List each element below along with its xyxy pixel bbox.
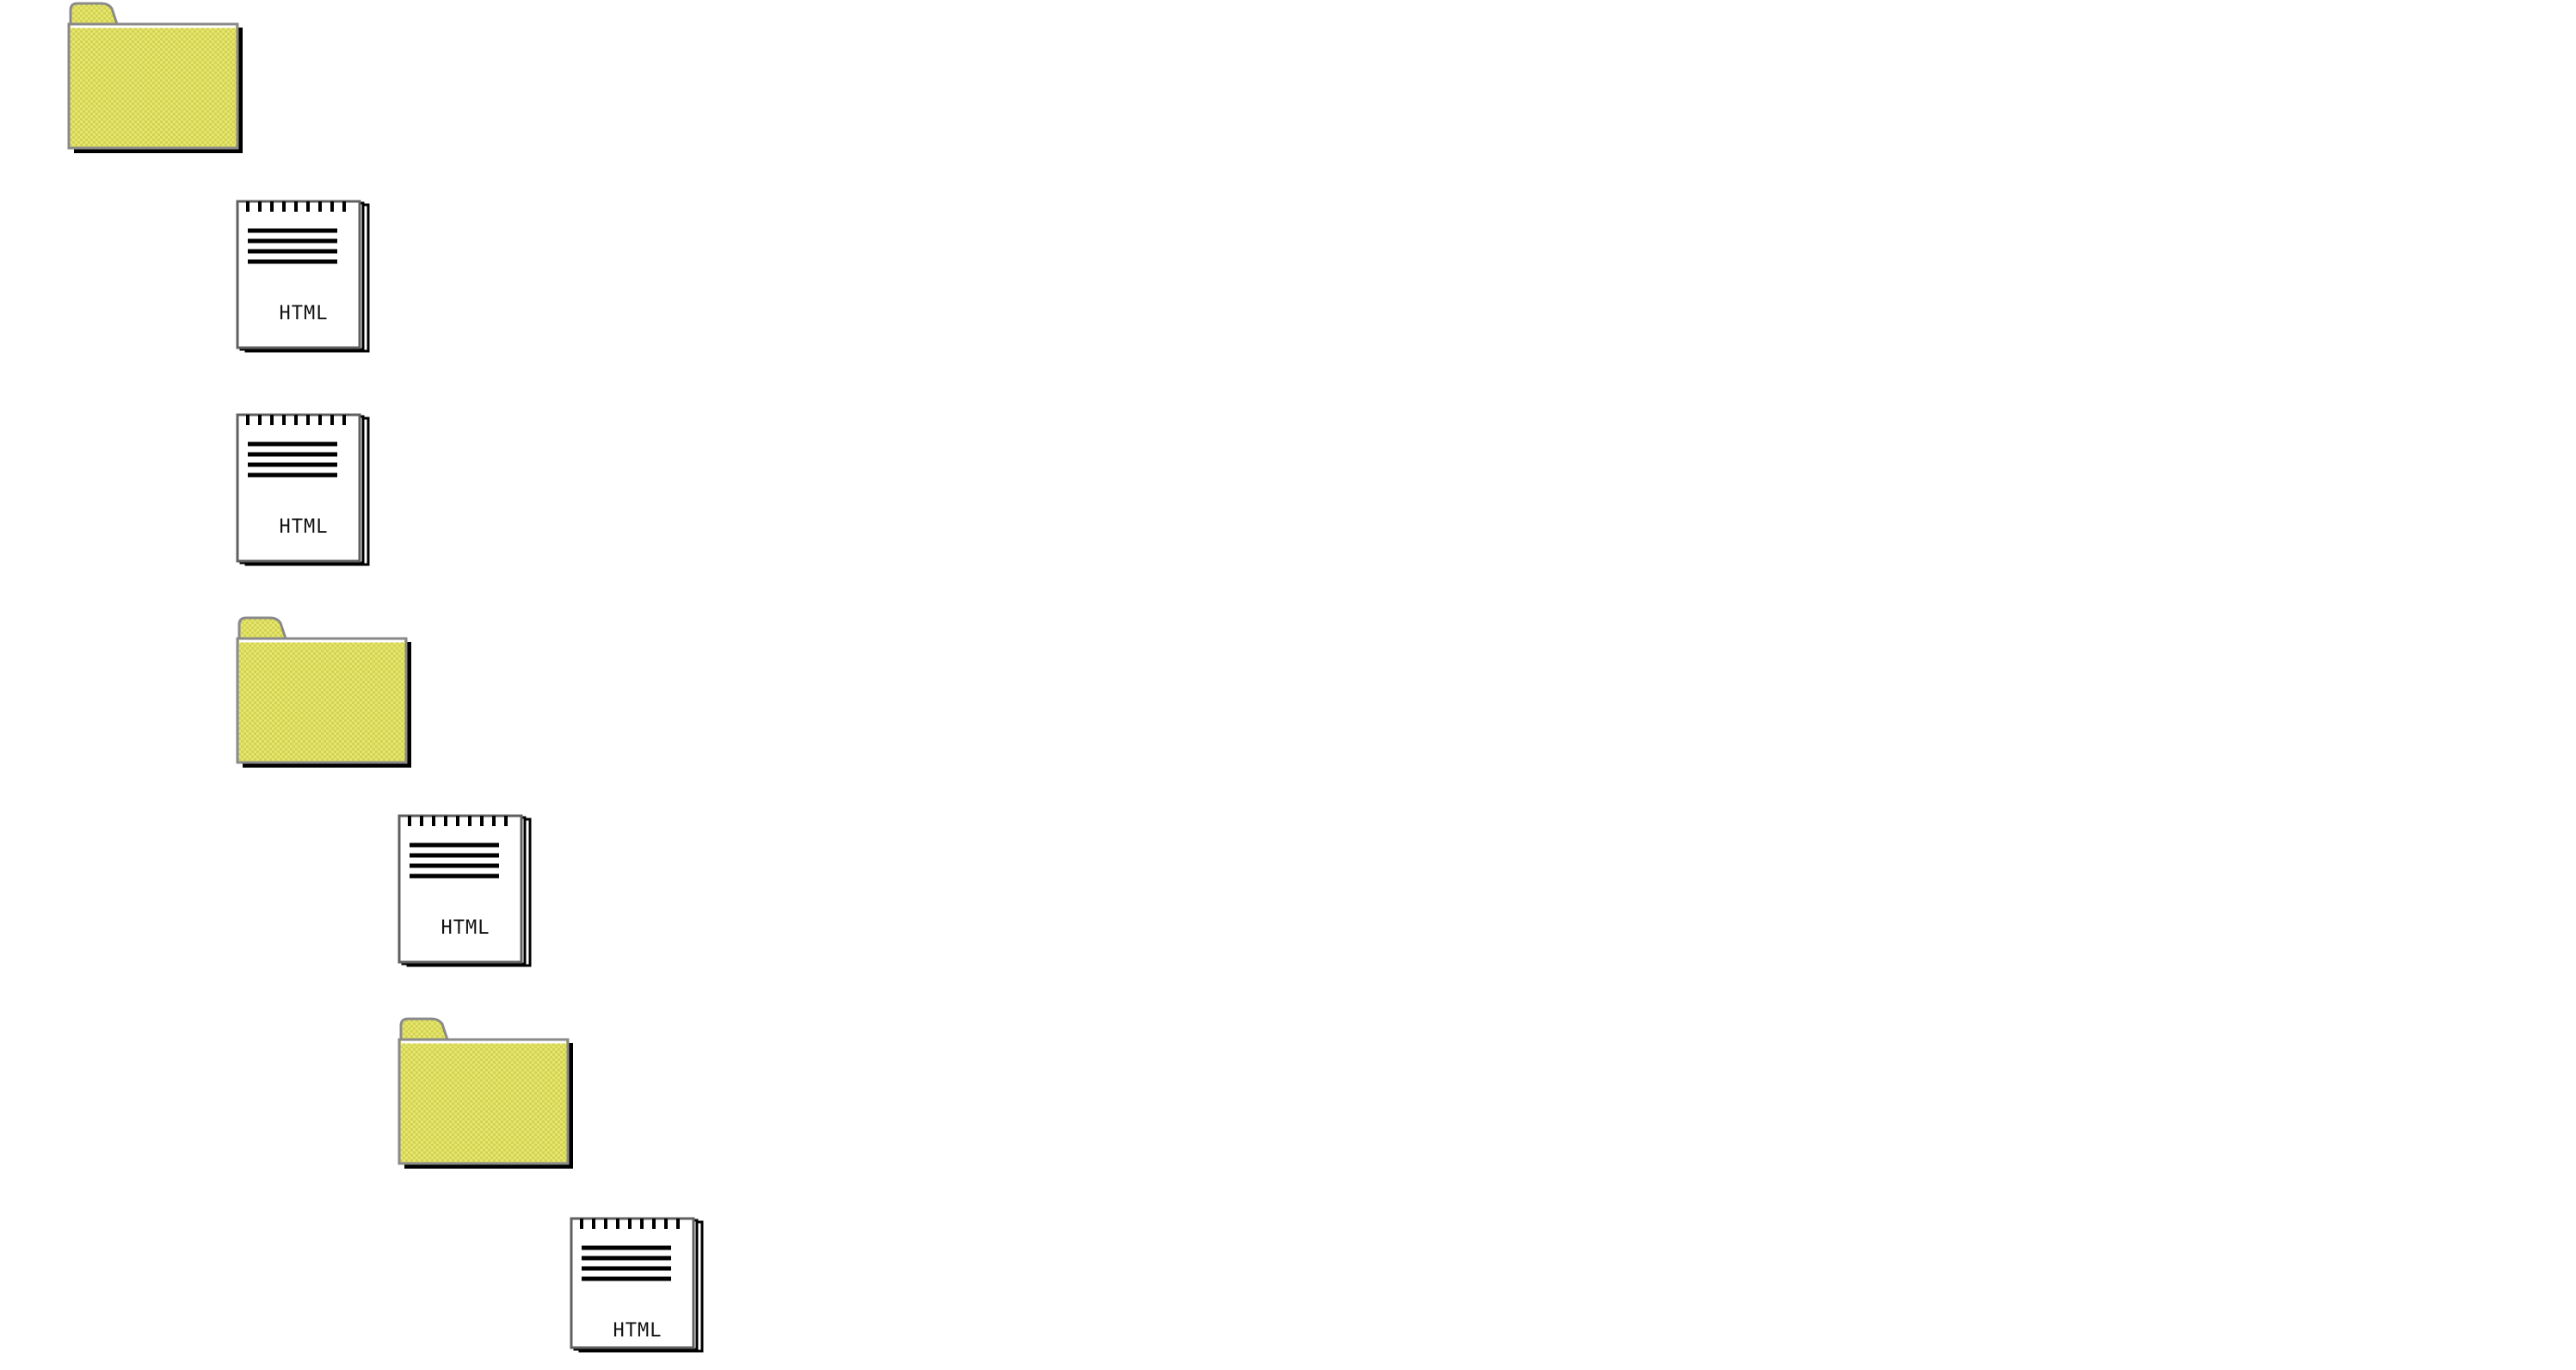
html-document-icon: [570, 1217, 704, 1353]
folder-icon: [236, 616, 411, 768]
html-document-3[interactable]: HTML: [397, 814, 533, 967]
document-type-label: HTML: [279, 303, 329, 324]
html-document-icon: [236, 200, 370, 353]
subfolder-1[interactable]: [236, 616, 416, 771]
document-type-label: HTML: [441, 917, 490, 939]
html-document-icon: [236, 413, 370, 566]
html-document-1[interactable]: HTML: [236, 200, 372, 353]
html-document-2[interactable]: HTML: [236, 413, 372, 566]
html-document-icon: [397, 814, 532, 967]
root-folder[interactable]: [67, 2, 248, 157]
html-document-4[interactable]: HTML: [570, 1217, 706, 1370]
document-type-label: HTML: [279, 516, 329, 538]
subfolder-2[interactable]: [397, 1017, 578, 1172]
folder-icon: [397, 1017, 573, 1169]
document-type-label: HTML: [613, 1320, 662, 1342]
folder-icon: [67, 2, 243, 153]
